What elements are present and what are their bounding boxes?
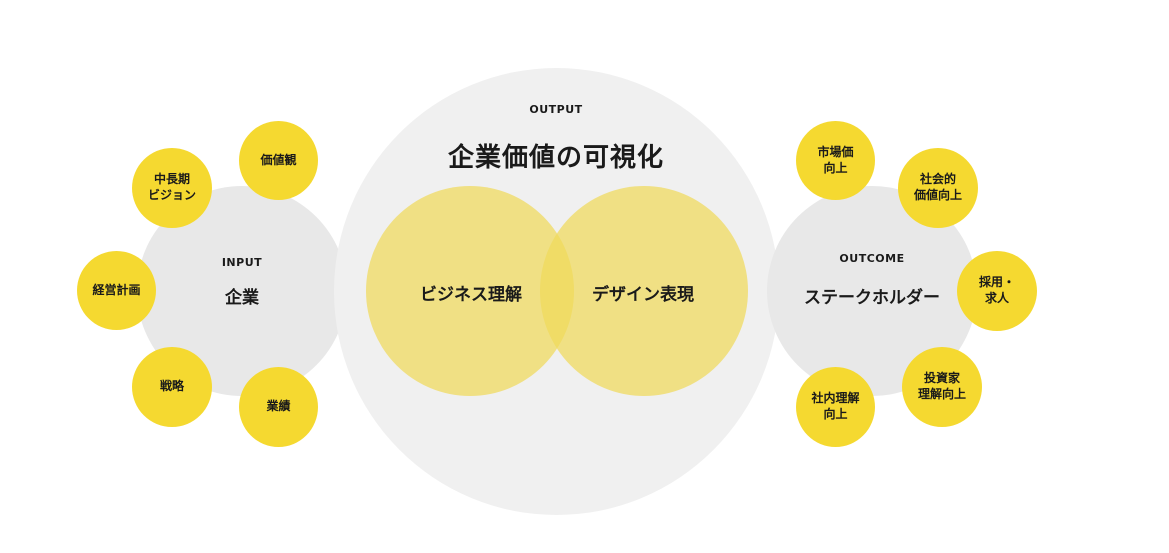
outcome-node-internal: 社内理解 向上: [796, 367, 875, 447]
input-heading: INPUT: [221, 256, 263, 269]
output-heading: OUTPUT: [529, 103, 583, 116]
venn-business-circle: [366, 186, 574, 396]
output-title: 企業価値の可視化: [447, 143, 664, 173]
outcome-label: ステークホルダー: [804, 288, 940, 308]
venn-design-label: デザイン表現: [592, 285, 694, 305]
outcome-node-market-value: 市場価 向上: [796, 121, 875, 200]
input-node-vision: 中長期 ビジョン: [132, 148, 212, 228]
outcome-node-social-value: 社会的 価値向上: [898, 148, 978, 228]
venn-design-circle: [540, 186, 748, 396]
venn-business-label: ビジネス理解: [420, 285, 522, 305]
input-node-values: 価値観: [239, 121, 318, 200]
outcome-node-investor: 投資家 理解向上: [902, 347, 982, 427]
input-node-performance: 業績: [239, 367, 318, 447]
input-node-business-plan: 経営計画: [77, 251, 156, 330]
input-label: 企業: [225, 288, 259, 308]
input-node-strategy: 戦略: [132, 347, 212, 427]
outcome-heading: OUTCOME: [839, 252, 905, 265]
outcome-node-recruiting: 採用・ 求人: [957, 251, 1037, 331]
